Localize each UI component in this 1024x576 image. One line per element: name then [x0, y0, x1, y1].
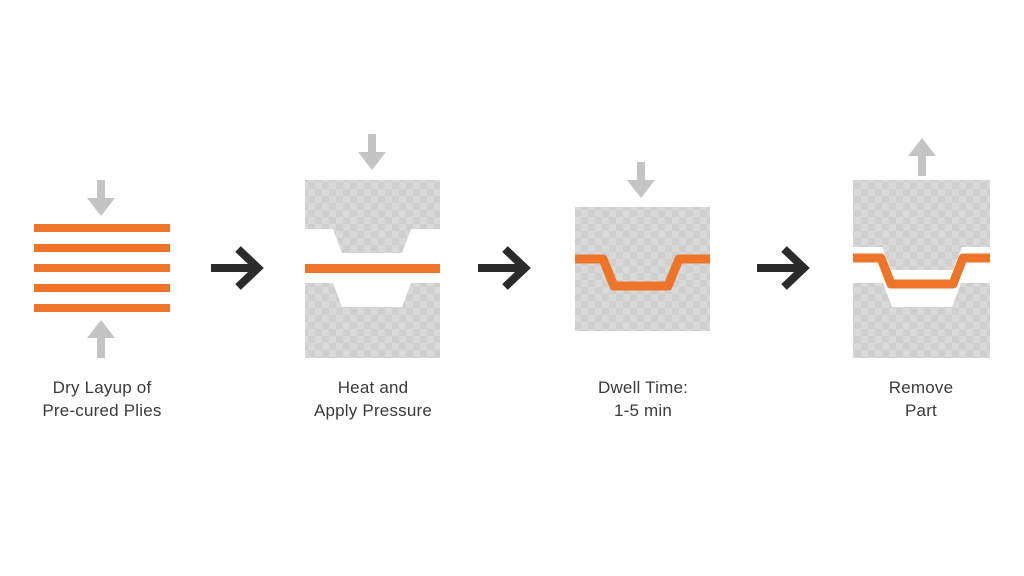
lower-mold	[305, 283, 440, 358]
flat-ply	[305, 264, 440, 273]
caption-line: Part	[905, 401, 937, 420]
chevron-arrow-right-icon	[478, 246, 531, 290]
formed-part	[853, 253, 990, 289]
step-2-caption: Heat and Apply Pressure	[263, 376, 483, 422]
ply-stack	[34, 224, 170, 312]
caption-line: Dry Layup of	[52, 378, 152, 397]
closed-mold	[575, 207, 710, 331]
arrow-up-icon	[908, 138, 936, 176]
upper-mold	[853, 180, 990, 270]
ply	[34, 264, 170, 272]
step-3-dwell	[575, 162, 710, 331]
caption-line: Apply Pressure	[313, 401, 433, 420]
formed-ply	[575, 254, 710, 291]
ply	[34, 284, 170, 292]
step-2-heat-press	[305, 134, 440, 358]
chevron-arrow-right-icon	[757, 246, 810, 290]
arrow-down-icon	[358, 134, 386, 170]
ply	[34, 304, 170, 312]
ply	[34, 244, 170, 252]
step-1-caption: Dry Layup of Pre-cured Plies	[0, 376, 212, 422]
arrow-up-icon	[87, 320, 115, 358]
step-1-layup	[34, 180, 170, 358]
caption-line: Dwell Time:	[597, 378, 689, 397]
arrow-down-icon	[87, 180, 115, 216]
caption-line: Heat and	[337, 378, 409, 397]
step-4-remove-part	[853, 138, 990, 358]
upper-mold	[305, 180, 440, 253]
step-4-caption: Remove Part	[811, 376, 1024, 422]
ply	[34, 224, 170, 232]
caption-line: Remove	[888, 378, 954, 397]
step-3-caption: Dwell Time: 1-5 min	[533, 376, 753, 422]
caption-line: 1-5 min	[613, 401, 673, 420]
arrow-down-icon	[627, 162, 655, 198]
lower-mold	[853, 283, 990, 358]
chevron-arrow-right-icon	[211, 246, 264, 290]
caption-line: Pre-cured Plies	[42, 401, 162, 420]
